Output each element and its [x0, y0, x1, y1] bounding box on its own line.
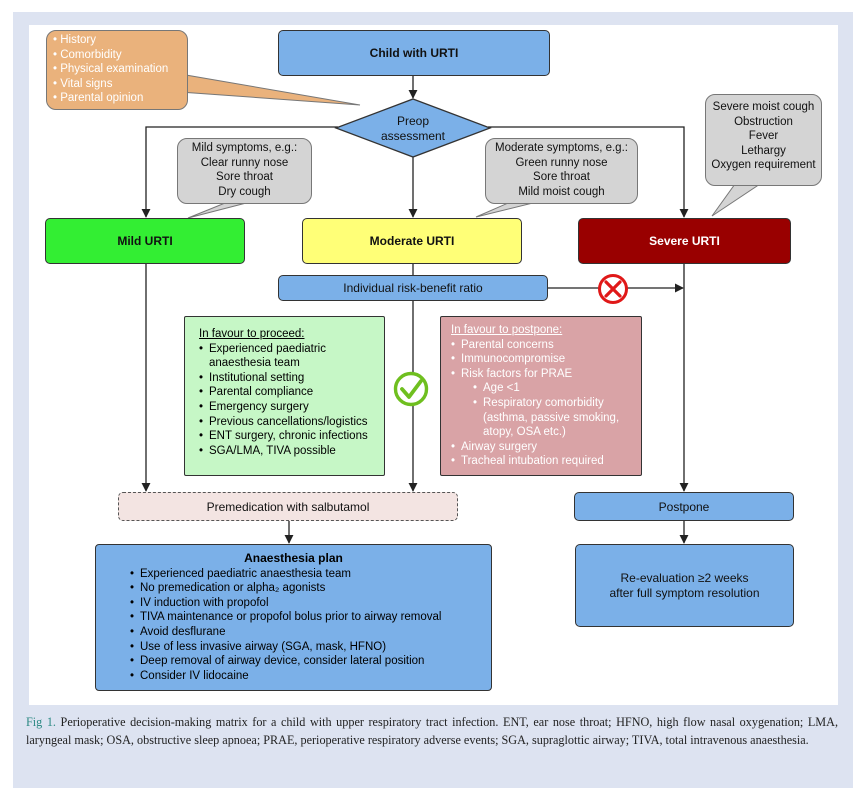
plan-item: Avoid desflurane	[130, 625, 483, 640]
postpone-item: Tracheal intubation required	[451, 454, 635, 469]
figure-caption: Fig 1. Perioperative decision-making mat…	[26, 714, 838, 749]
callout-line: Green runny nose	[515, 156, 608, 169]
cross-icon	[598, 274, 628, 304]
callout-line: Fever	[748, 130, 779, 143]
moderate-urti-node: Moderate URTI	[302, 218, 522, 264]
postpone-sub-item: Age <1	[451, 381, 635, 396]
proceed-item: Emergency surgery	[199, 400, 376, 415]
severe-callout-tail	[711, 183, 762, 217]
moderate-symptoms-callout: Moderate symptoms, e.g.: Green runny nos…	[485, 138, 638, 204]
callout-line: Lethargy	[741, 144, 786, 157]
assessment-item: • Vital signs	[53, 77, 113, 90]
assessment-item: • Parental opinion	[53, 92, 144, 105]
plan-item: Use of less invasive airway (SGA, mask, …	[130, 640, 483, 655]
postpone-node: Postpone	[574, 492, 794, 521]
plan-item: Deep removal of airway device, consider …	[130, 654, 483, 669]
proceed-item: Parental compliance	[199, 385, 376, 400]
postpone-factors-box: In favour to postpone: Parental concerns…	[440, 316, 642, 476]
plan-item: Experienced paediatric anaesthesia team	[130, 567, 483, 582]
preop-assessment-label: Preop assessment	[350, 114, 476, 143]
check-icon	[393, 371, 429, 407]
mild-urti-node: Mild URTI	[45, 218, 245, 264]
arrow-preop-to-severe	[488, 126, 689, 218]
postpone-item: Airway surgery	[451, 440, 635, 455]
proceed-factors-box: In favour to proceed: Experienced paedia…	[184, 316, 385, 476]
plan-item: No premedication or alpha₂ agonists	[130, 581, 483, 596]
preop-diamond	[334, 98, 492, 158]
assessment-callout: • History • Comorbidity • Physical exami…	[46, 30, 188, 110]
callout-line: Mild moist cough	[518, 185, 605, 198]
assessment-item: • History	[53, 34, 97, 46]
callout-line: Sore throat	[533, 171, 590, 184]
severe-urti-node: Severe URTI	[578, 218, 791, 264]
postpone-item: Parental concerns	[451, 338, 635, 353]
assessment-callout-tail	[179, 73, 361, 106]
proceed-item: Institutional setting	[199, 371, 376, 386]
callout-line: Sore throat	[216, 171, 273, 184]
assessment-item: • Comorbidity	[53, 48, 122, 61]
reeval-line-1: Re-evaluation ≥2 weeks	[620, 570, 749, 585]
proceed-item: SGA/LMA, TIVA possible	[199, 444, 376, 459]
plan-title: Anaesthesia plan	[244, 551, 343, 565]
postpone-item: Risk factors for PRAE	[451, 367, 635, 382]
postpone-heading: In favour to postpone:	[451, 324, 563, 336]
callout-line: Dry cough	[218, 185, 271, 198]
child-with-urti-node: Child with URTI	[278, 30, 550, 76]
plan-item: TIVA maintenance or propofol bolus prior…	[130, 610, 483, 625]
preop-line-2: assessment	[380, 128, 446, 143]
plan-item: Consider IV lidocaine	[130, 669, 483, 684]
proceed-item: Previous cancellations/logistics	[199, 415, 376, 430]
proceed-heading: In favour to proceed:	[199, 328, 305, 340]
caption-label: Fig 1.	[26, 715, 56, 729]
risk-benefit-node: Individual risk-benefit ratio	[278, 275, 548, 301]
assessment-item: • Physical examination	[53, 63, 169, 76]
callout-line: Oxygen requirement	[711, 159, 816, 172]
postpone-sub-item: Respiratory comorbidity (asthma, passive…	[451, 396, 635, 440]
arrow-preop-to-mild	[141, 126, 338, 218]
proceed-item: ENT surgery, chronic infections	[199, 429, 376, 444]
proceed-item: Experienced paediatric anaesthesia team	[199, 342, 376, 371]
postpone-item: Immunocompromise	[451, 352, 635, 367]
callout-line: Clear runny nose	[200, 156, 289, 169]
mild-symptoms-callout: Mild symptoms, e.g.: Clear runny nose So…	[177, 138, 312, 204]
caption-text: Perioperative decision-making matrix for…	[26, 715, 838, 747]
reeval-line-2: after full symptom resolution	[609, 585, 760, 600]
reevaluation-node: Re-evaluation ≥2 weeks after full sympto…	[575, 544, 794, 627]
callout-line: Severe moist cough	[712, 101, 815, 113]
callout-line: Mild symptoms, e.g.:	[191, 142, 298, 154]
preop-line-1: Preop	[396, 114, 430, 128]
premedication-node: Premedication with salbutamol	[118, 492, 458, 521]
severe-symptoms-callout: Severe moist cough Obstruction Fever Let…	[705, 94, 822, 186]
anaesthesia-plan-box: Anaesthesia plan Experienced paediatric …	[95, 544, 492, 691]
plan-item: IV induction with propofol	[130, 596, 483, 611]
callout-line: Obstruction	[734, 115, 793, 128]
callout-line: Moderate symptoms, e.g.:	[495, 142, 628, 154]
